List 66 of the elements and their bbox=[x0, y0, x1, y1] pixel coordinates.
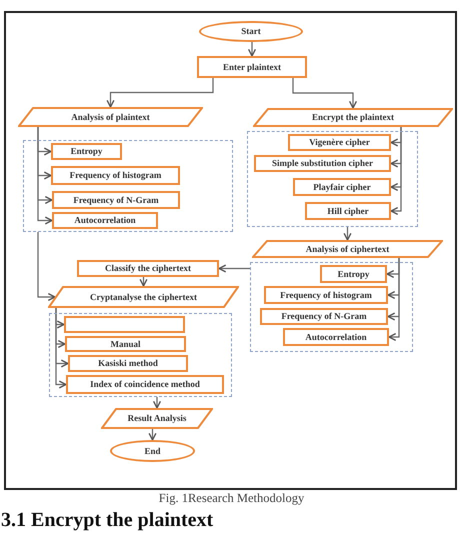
arrow bbox=[152, 397, 162, 409]
io-parallelogram bbox=[101, 408, 213, 429]
node-label: Kasiski method bbox=[98, 359, 158, 368]
node-label: Classify the ciphertext bbox=[105, 264, 191, 273]
arrow bbox=[55, 308, 67, 389]
node-label: Index of coincidence method bbox=[90, 380, 200, 389]
node-label: End bbox=[144, 446, 160, 456]
node-label: Frequency of histogram bbox=[70, 171, 162, 180]
process-box bbox=[254, 155, 391, 172]
node-label: Vigenère cipher bbox=[309, 138, 370, 147]
node-label: Result Analysis bbox=[128, 414, 186, 423]
figure-caption: Fig. 1Research Methodology bbox=[158, 491, 306, 506]
node-label: Entropy bbox=[70, 147, 102, 156]
node-label: Enter plaintext bbox=[222, 62, 282, 72]
process-box bbox=[51, 166, 180, 185]
node-label: Playfair cipher bbox=[313, 182, 371, 192]
node-label: Simple substitution cipher bbox=[272, 159, 374, 168]
node-label: Analysis of ciphertext bbox=[306, 244, 390, 254]
node-label: Autocorrelation bbox=[305, 332, 367, 342]
io-parallelogram bbox=[48, 286, 239, 308]
process-box bbox=[305, 202, 391, 220]
dashed-group-box bbox=[250, 262, 413, 352]
node-label: Analysis of plaintext bbox=[71, 112, 150, 122]
io-parallelogram bbox=[253, 108, 453, 127]
arrow bbox=[343, 227, 352, 241]
node-label: Entropy bbox=[338, 270, 370, 278]
process-box bbox=[65, 336, 186, 352]
process-box bbox=[52, 191, 180, 209]
node-label: Frequency of N-Gram bbox=[73, 196, 159, 204]
process-box bbox=[293, 178, 391, 196]
arrow bbox=[139, 277, 148, 287]
process-box bbox=[52, 212, 158, 229]
node-label: Cryptanalyse the ciphertext bbox=[90, 292, 197, 302]
arrow bbox=[148, 429, 157, 441]
arrow bbox=[37, 232, 56, 302]
dashed-group-box bbox=[247, 131, 418, 227]
arrow bbox=[106, 78, 214, 108]
arrow bbox=[292, 78, 358, 109]
dashed-group-box bbox=[23, 140, 233, 232]
arrow bbox=[248, 42, 256, 57]
process-box bbox=[77, 260, 219, 277]
arrow bbox=[390, 127, 402, 216]
arrow bbox=[388, 258, 400, 342]
node-label: Frequency of histogram bbox=[280, 290, 372, 300]
node-label: Start bbox=[241, 27, 261, 36]
arrow bbox=[37, 127, 53, 225]
process-box bbox=[260, 308, 388, 325]
process-box bbox=[51, 143, 122, 160]
section-heading: 3.1 Encrypt the plaintext bbox=[1, 509, 214, 532]
node-label: Frequency of N-Gram bbox=[281, 312, 367, 321]
node-label: Hill cipher bbox=[327, 206, 369, 216]
process-box bbox=[68, 355, 188, 372]
dashed-group-box bbox=[49, 313, 232, 397]
process-box bbox=[264, 286, 388, 304]
process-box bbox=[288, 134, 391, 151]
node-label: Manual bbox=[110, 340, 140, 348]
node-label: Autocorrelation bbox=[74, 216, 136, 225]
node-label: Encrypt the plaintext bbox=[312, 113, 394, 122]
io-parallelogram bbox=[252, 240, 443, 258]
process-box bbox=[320, 265, 387, 283]
process-box bbox=[66, 375, 224, 394]
process-box bbox=[64, 316, 185, 333]
arrow bbox=[218, 264, 250, 273]
process-box bbox=[197, 56, 307, 78]
io-parallelogram bbox=[18, 107, 203, 127]
process-box bbox=[283, 328, 389, 346]
